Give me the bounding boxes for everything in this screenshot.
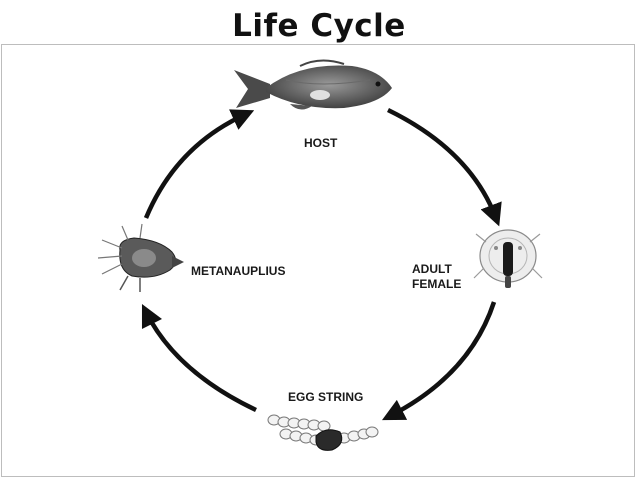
egg-string-icon <box>267 414 379 451</box>
arrow-host-to-adult <box>387 107 502 227</box>
arrow-metanauplius-to-host <box>143 109 255 219</box>
stage-label-adult-female: ADULT FEMALE <box>412 262 462 291</box>
stage-label-metanauplius: METANAUPLIUS <box>191 264 286 278</box>
diagram-frame <box>1 44 635 477</box>
fish-icon <box>234 59 392 110</box>
arrow-adult-to-egg <box>381 301 497 421</box>
stage-label-host: HOST <box>304 136 338 150</box>
diagram-title: Life Cycle <box>232 8 406 44</box>
arrow-egg-to-metanauplius <box>141 303 257 413</box>
stage-label-egg-string: EGG STRING <box>288 390 364 404</box>
metanauplius-larva-icon <box>97 223 184 292</box>
louse-adult-female-icon <box>473 229 543 288</box>
